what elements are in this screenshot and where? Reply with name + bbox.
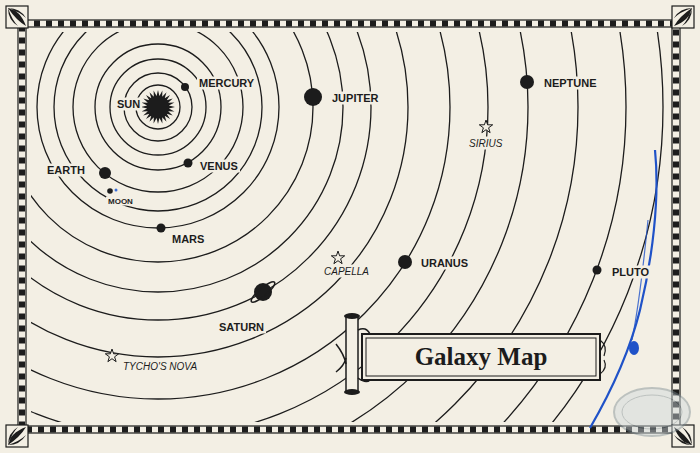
sun-symbol bbox=[141, 90, 175, 124]
planet-label: JUPITER bbox=[330, 92, 380, 105]
planet-label: SUN bbox=[115, 98, 142, 111]
corner-ornament bbox=[6, 425, 28, 447]
planet-label: NEPTUNE bbox=[542, 77, 599, 90]
star-label: CAPELLA bbox=[322, 265, 371, 278]
title-banner bbox=[336, 313, 605, 395]
checkered-border bbox=[18, 20, 680, 433]
orbit-lines bbox=[31, 32, 663, 422]
map-title: Galaxy Map bbox=[368, 339, 594, 375]
planet-label: MOON bbox=[106, 197, 135, 206]
corner-ornament bbox=[6, 6, 28, 28]
watermark-stamp bbox=[614, 388, 690, 436]
star-label: TYCHO'S NOVA bbox=[121, 360, 199, 373]
corner-ornament bbox=[672, 6, 694, 28]
pen-mark bbox=[632, 220, 648, 340]
moon-dot bbox=[115, 189, 118, 192]
planet-label: SATURN bbox=[217, 321, 266, 334]
planet-dots bbox=[99, 75, 602, 301]
star-symbols bbox=[105, 120, 492, 362]
pen-blot bbox=[629, 341, 639, 355]
planet-label: URANUS bbox=[419, 257, 470, 270]
saturn-ring bbox=[249, 279, 277, 304]
star-label: SIRIUS bbox=[467, 137, 504, 150]
planet-label: MARS bbox=[170, 233, 206, 246]
planet-label: PLUTO bbox=[610, 266, 651, 279]
planet-label: EARTH bbox=[45, 164, 87, 177]
planet-label: MERCURY bbox=[197, 77, 256, 90]
corner-ornaments bbox=[6, 6, 694, 447]
planet-label: VENUS bbox=[198, 160, 240, 173]
pen-mark bbox=[590, 150, 657, 428]
